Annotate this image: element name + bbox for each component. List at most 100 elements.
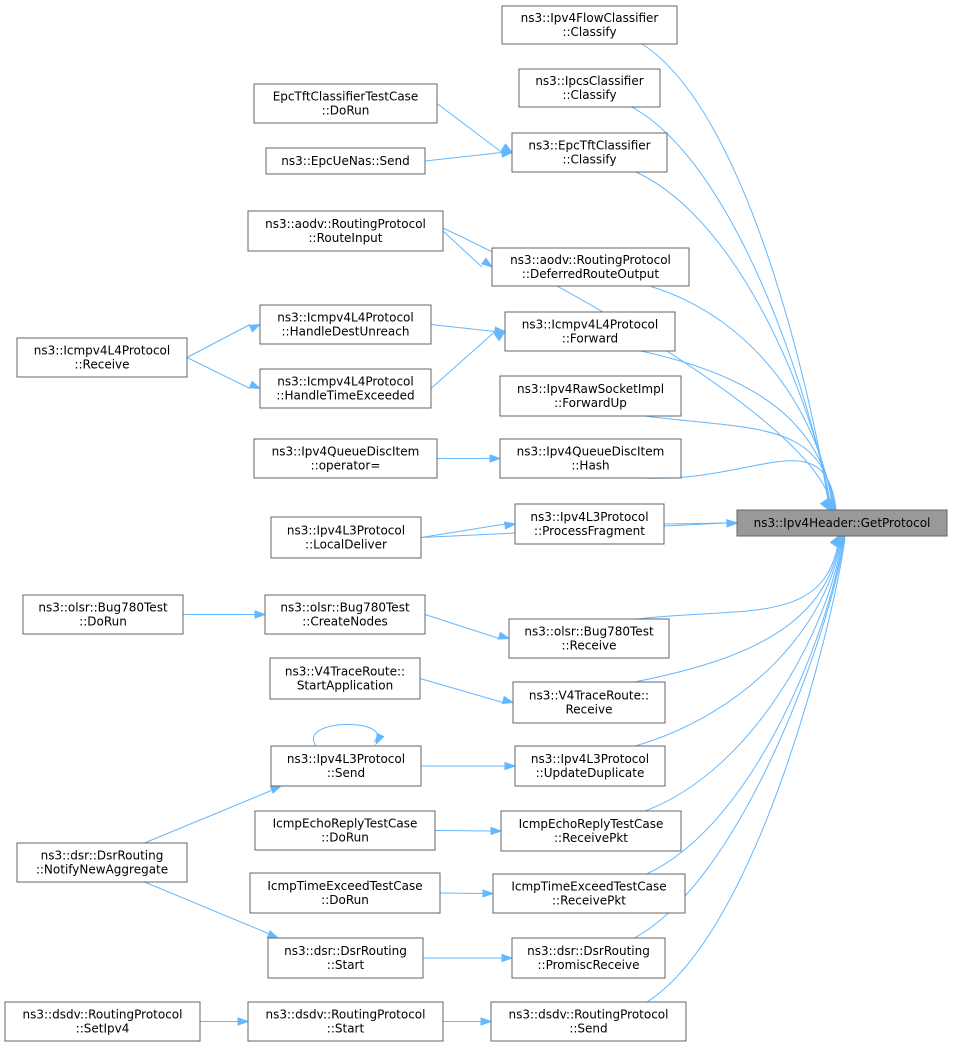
caller-function-node[interactable]: ns3::IpcsClassifier::Classify	[518, 68, 661, 108]
node-label-line: ::ProcessFragment	[534, 524, 645, 538]
caller-function-node[interactable]: ns3::EpcUeNas::Send	[265, 147, 426, 175]
edge-arrowhead	[266, 930, 280, 939]
caller-function-node[interactable]: ns3::Ipv4L3Protocol::LocalDeliver	[270, 516, 422, 559]
caller-function-node[interactable]: ns3::Icmpv4L4Protocol::HandleTimeExceede…	[259, 368, 432, 409]
node-box	[16, 337, 188, 378]
node-label-line: ::DoRun	[321, 893, 369, 907]
caller-function-node[interactable]: ns3::Icmpv4L4Protocol::HandleDestUnreach	[259, 304, 432, 345]
node-label-line: ns3::aodv::RoutingProtocol	[510, 253, 671, 267]
caller-function-node[interactable]: ns3::aodv::RoutingProtocol::RouteInput	[247, 210, 444, 252]
caller-function-node[interactable]: IcmpTimeExceedTestCase::DoRun	[249, 872, 441, 914]
node-label-line: ns3::Ipv4L3Protocol	[287, 752, 405, 766]
node-label-line: ns3::dsr::DsrRouting	[284, 944, 407, 958]
caller-function-node[interactable]: IcmpEchoReplyTestCase::DoRun	[254, 810, 436, 851]
call-edge	[420, 521, 517, 538]
edge-arrowhead	[254, 610, 267, 619]
call-edge	[634, 534, 841, 683]
node-label-line: ns3::Ipv4Header::GetProtocol	[754, 516, 931, 530]
node-label-line: ::Classify	[562, 153, 616, 167]
call-edge-line	[424, 152, 503, 162]
node-box	[512, 681, 666, 724]
call-edge	[424, 614, 511, 640]
call-edge	[200, 1017, 250, 1026]
nodes-layer: ns3::Ipv4FlowClassifier::Classifyns3::Ip…	[4, 5, 948, 1042]
call-edge	[419, 678, 515, 704]
caller-function-node[interactable]: ns3::olsr::Bug780Test::CreateNodes	[264, 594, 426, 635]
edge-arrowhead	[375, 732, 385, 746]
caller-function-node[interactable]: EpcTftClassifierTestCase::DoRun	[253, 83, 438, 124]
node-label-line: ::Start	[327, 1022, 365, 1036]
node-label-line: ns3::Icmpv4L4Protocol	[277, 375, 413, 389]
node-label-line: ::DoRun	[79, 615, 127, 629]
caller-function-node[interactable]: ns3::Ipv4L3Protocol::UpdateDuplicate	[514, 745, 666, 787]
edge-arrowhead	[481, 257, 494, 268]
node-label-line: ns3::Ipv4L3Protocol	[531, 752, 649, 766]
call-edge-line	[430, 331, 496, 389]
caller-function-node[interactable]: ns3::Ipv4L3Protocol::Send	[270, 745, 422, 787]
node-box	[267, 937, 424, 979]
caller-function-node[interactable]: ns3::Icmpv4L4Protocol::Forward	[504, 311, 676, 352]
caller-function-node[interactable]: ns3::dsr::DsrRouting::PromiscReceive	[511, 937, 666, 979]
node-label-line: ns3::IpcsClassifier	[535, 74, 643, 88]
call-edge-line	[430, 324, 496, 332]
caller-function-node[interactable]: ns3::Ipv4QueueDiscItem::operator=	[253, 438, 438, 479]
call-edge-line	[144, 788, 276, 844]
node-label-line: ::Forward	[562, 332, 618, 346]
node-box	[500, 810, 682, 852]
caller-function-node[interactable]: ns3::Ipv4L3Protocol::ProcessFragment	[514, 503, 665, 545]
node-label-line: ns3::Icmpv4L4Protocol	[522, 318, 658, 332]
call-edge	[436, 103, 514, 154]
node-label-line: ::NotifyNewAggregate	[36, 863, 168, 877]
caller-function-node[interactable]: ns3::dsdv::RoutingProtocol::Send	[490, 1001, 687, 1042]
call-edge	[423, 953, 514, 963]
node-label-line: ::UpdateDuplicate	[536, 766, 645, 780]
call-edge-line	[434, 830, 492, 832]
caller-function-node[interactable]: ns3::Icmpv4L4Protocol::Receive	[16, 337, 188, 378]
node-box	[253, 438, 438, 479]
node-label-line: ns3::dsr::DsrRouting	[527, 944, 650, 958]
node-label-line: ns3::dsdv::RoutingProtocol	[266, 1008, 426, 1022]
node-label-line: ::CreateNodes	[302, 615, 388, 629]
caller-function-node[interactable]: ns3::dsdv::RoutingProtocol::SetIpv4	[4, 1001, 201, 1042]
call-edge-line	[644, 460, 837, 509]
node-box	[491, 247, 690, 287]
call-edge-line	[144, 881, 273, 936]
call-edge	[430, 330, 507, 389]
node-label-line: ns3::Ipv4RawSocketImpl	[517, 382, 664, 396]
node-label-line: ns3::EpcTftClassifier	[528, 139, 650, 153]
node-box	[265, 147, 426, 175]
node-label-line: ns3::Icmpv4L4Protocol	[277, 311, 413, 325]
node-label-line: ns3::dsdv::RoutingProtocol	[509, 1008, 669, 1022]
call-edge	[439, 889, 495, 898]
caller-function-node[interactable]: ns3::dsr::DsrRouting::Start	[267, 937, 424, 979]
node-label-line: StartApplication	[297, 679, 393, 693]
edge-arrowhead	[482, 889, 495, 898]
node-box	[259, 304, 432, 345]
node-label-line: ::Receive	[74, 358, 129, 372]
call-edge-line	[439, 892, 484, 894]
call-edge	[442, 230, 494, 268]
caller-function-node[interactable]: ns3::olsr::Bug780Test::Receive	[508, 618, 670, 659]
caller-function-node[interactable]: IcmpEchoReplyTestCase::ReceivePkt	[500, 810, 682, 852]
caller-function-node[interactable]: ns3::olsr::Bug780Test::DoRun	[22, 594, 184, 635]
root-function-node[interactable]: ns3::Ipv4Header::GetProtocol	[736, 509, 948, 537]
caller-function-node[interactable]: IcmpTimeExceedTestCase::ReceivePkt	[492, 873, 686, 914]
call-edge	[183, 610, 267, 619]
caller-function-node[interactable]: ns3::Ipv4QueueDiscItem::Hash	[499, 438, 682, 479]
caller-function-node[interactable]: ns3::EpcTftClassifier::Classify	[511, 132, 668, 173]
caller-function-node[interactable]: ns3::V4TraceRoute::Receive	[512, 681, 666, 724]
node-label-line: ::Start	[327, 958, 365, 972]
caller-function-node[interactable]: ns3::dsr::DsrRouting::NotifyNewAggregate	[16, 842, 188, 883]
caller-function-node[interactable]: ns3::dsdv::RoutingProtocol::Start	[247, 1001, 444, 1042]
node-label-line: ns3::Ipv4FlowClassifier	[521, 11, 659, 25]
node-box	[511, 937, 666, 979]
caller-function-node[interactable]: ns3::V4TraceRoute::StartApplication	[269, 657, 421, 700]
call-edge-line	[186, 357, 251, 389]
call-edge-line	[634, 537, 841, 683]
call-edge-line	[640, 350, 835, 509]
caller-function-node[interactable]: ns3::Ipv4FlowClassifier::Classify	[501, 5, 678, 45]
call-edge-line	[420, 523, 506, 538]
caller-function-node[interactable]: ns3::aodv::RoutingProtocol::DeferredRout…	[491, 247, 690, 287]
call-edge-line	[636, 537, 840, 620]
caller-function-node[interactable]: ns3::Ipv4RawSocketImpl::ForwardUp	[499, 375, 682, 417]
